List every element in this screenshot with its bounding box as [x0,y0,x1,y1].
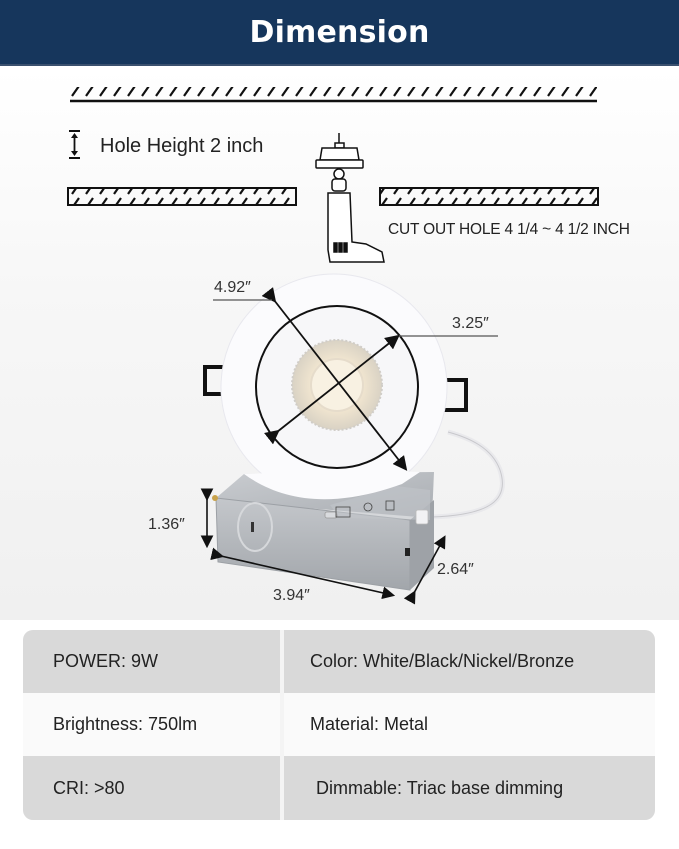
spec-material: Material: Metal [284,693,655,756]
ceiling-panel-right [379,187,599,206]
column-divider [280,756,284,820]
dimension-diagram: Hole Height 2 inch CUT OUT HOLE 4 1/4 ~ … [0,68,679,620]
header-banner: Dimension [0,0,679,66]
inner-diameter-label: 3.25″ [452,315,489,332]
downlight-product-image [203,273,505,520]
drill-icon [315,133,385,263]
box-width-label: 2.64″ [437,561,474,578]
spec-cri: CRI: >80 [23,756,280,820]
spec-dimmable: Dimmable: Triac base dimming [284,756,655,820]
box-height-label: 1.36″ [148,516,185,533]
ceiling-hatch-icon [70,87,597,103]
spec-brightness: Brightness: 750lm [23,693,280,756]
column-divider [280,693,284,756]
ceiling-panel-left [67,187,297,206]
height-arrow-icon [69,130,80,159]
cutout-hole-label: CUT OUT HOLE 4 1/4 ~ 4 1/2 INCH [388,221,630,238]
box-length-label: 3.94″ [273,587,310,604]
trim-diameter-label: 4.92″ [214,279,251,296]
junction-box-image [200,470,446,605]
spec-power: POWER: 9W [23,630,280,693]
hole-height-label: Hole Height 2 inch [100,135,264,157]
spec-color: Color: White/Black/Nickel/Bronze [284,630,655,693]
specs-table: POWER: 9W Color: White/Black/Nickel/Bron… [23,630,655,820]
page-title: Dimension [249,14,430,50]
column-divider [280,630,284,693]
